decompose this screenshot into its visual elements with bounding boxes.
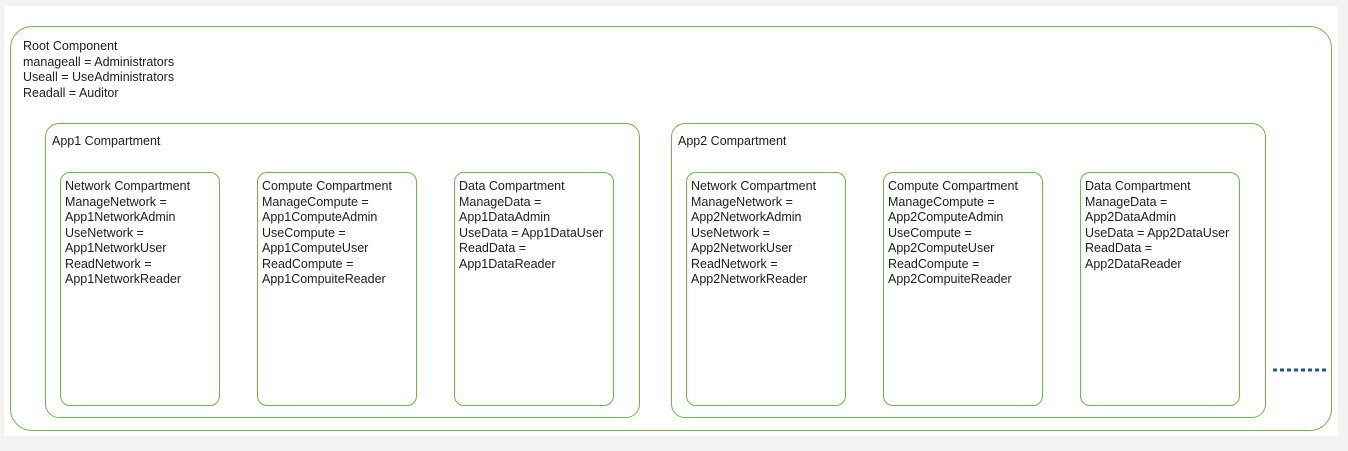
policy-line: App2CompuiteReader	[888, 272, 1012, 286]
policy-line: ReadNetwork =	[691, 256, 778, 271]
policy-line: UseNetwork =	[65, 225, 144, 240]
app1-network-compartment-box: Network Compartment ManageNetwork = App1…	[60, 172, 220, 406]
compartment-title: Network Compartment	[691, 179, 817, 193]
policy-line: ReadCompute =	[888, 256, 980, 271]
policy-line: ManageCompute =	[262, 194, 369, 209]
policy-line: ReadData =	[459, 241, 527, 255]
app2-compartment-title: App2 Compartment	[678, 134, 787, 148]
policy-line: ReadNetwork =	[65, 256, 152, 271]
compartment-text: Network Compartment ManageNetwork = App2…	[691, 179, 843, 288]
policy-line: App1NetworkAdmin	[65, 210, 176, 224]
compartment-text: Network Compartment ManageNetwork = App1…	[65, 179, 217, 288]
policy-line: App2NetworkUser	[691, 241, 793, 255]
diagram-canvas: Root Component manageall = Administrator…	[4, 6, 1338, 436]
compartment-text: Compute Compartment ManageCompute = App1…	[262, 179, 414, 288]
policy-line: App1DataAdmin	[459, 210, 551, 224]
app1-compartment-box: App1 Compartment Network Compartment Man…	[45, 123, 640, 418]
root-policy-line: Useall = UseAdministrators	[23, 70, 175, 84]
compartment-text: Data Compartment ManageData = App1DataAd…	[459, 179, 611, 272]
compartment-title: Compute Compartment	[262, 179, 392, 193]
root-component-box: Root Component manageall = Administrator…	[10, 26, 1332, 431]
policy-line: App2ComputeAdmin	[888, 210, 1004, 224]
policy-line: UseNetwork =	[691, 225, 770, 240]
policy-line: ReadData =	[1085, 241, 1153, 255]
policy-line: ManageData =	[459, 194, 542, 209]
app2-network-compartment-box: Network Compartment ManageNetwork = App2…	[686, 172, 846, 406]
policy-line: App1NetworkReader	[65, 272, 182, 286]
compartment-title: Compute Compartment	[888, 179, 1018, 193]
policy-line: App2NetworkReader	[691, 272, 808, 286]
policy-line: ManageData =	[1085, 194, 1168, 209]
policy-line: ManageNetwork =	[65, 194, 167, 209]
policy-line: App2ComputeUser	[888, 241, 995, 255]
policy-line: App1NetworkUser	[65, 241, 167, 255]
compartment-title: Data Compartment	[1085, 179, 1191, 193]
root-policy-line: Readall = Auditor	[23, 85, 119, 100]
app2-data-compartment-box: Data Compartment ManageData = App2DataAd…	[1080, 172, 1240, 406]
policy-line: UseCompute =	[262, 225, 346, 240]
root-policy-line: manageall = Administrators	[23, 54, 175, 69]
compartment-text: Compute Compartment ManageCompute = App2…	[888, 179, 1040, 288]
compartment-text: Data Compartment ManageData = App2DataAd…	[1085, 179, 1237, 272]
policy-line: App1ComputeUser	[262, 241, 369, 255]
root-component-text: Root Component manageall = Administrator…	[23, 39, 174, 101]
compartment-title: Data Compartment	[459, 179, 565, 193]
app1-compartment-title: App1 Compartment	[52, 134, 161, 148]
root-component-title: Root Component	[23, 39, 118, 53]
policy-line: App2DataReader	[1085, 256, 1182, 271]
policy-line: UseCompute =	[888, 225, 972, 240]
policy-line: ManageNetwork =	[691, 194, 793, 209]
app2-compartment-box: App2 Compartment Network Compartment Man…	[671, 123, 1266, 418]
app1-data-compartment-box: Data Compartment ManageData = App1DataAd…	[454, 172, 614, 406]
compartment-title: Network Compartment	[65, 179, 191, 193]
policy-line: App1ComputeAdmin	[262, 210, 378, 224]
policy-line: App1DataReader	[459, 256, 556, 271]
app1-compute-compartment-box: Compute Compartment ManageCompute = App1…	[257, 172, 417, 406]
policy-line: UseData = App1DataUser	[459, 225, 604, 240]
policy-line: ReadCompute =	[262, 256, 354, 271]
policy-line: App2DataAdmin	[1085, 210, 1177, 224]
policy-line: App1CompuiteReader	[262, 272, 386, 286]
policy-line: App2NetworkAdmin	[691, 210, 802, 224]
policy-line: ManageCompute =	[888, 194, 995, 209]
policy-line: UseData = App2DataUser	[1085, 225, 1230, 240]
app2-compute-compartment-box: Compute Compartment ManageCompute = App2…	[883, 172, 1043, 406]
more-compartments-ellipsis-icon	[1273, 368, 1327, 372]
